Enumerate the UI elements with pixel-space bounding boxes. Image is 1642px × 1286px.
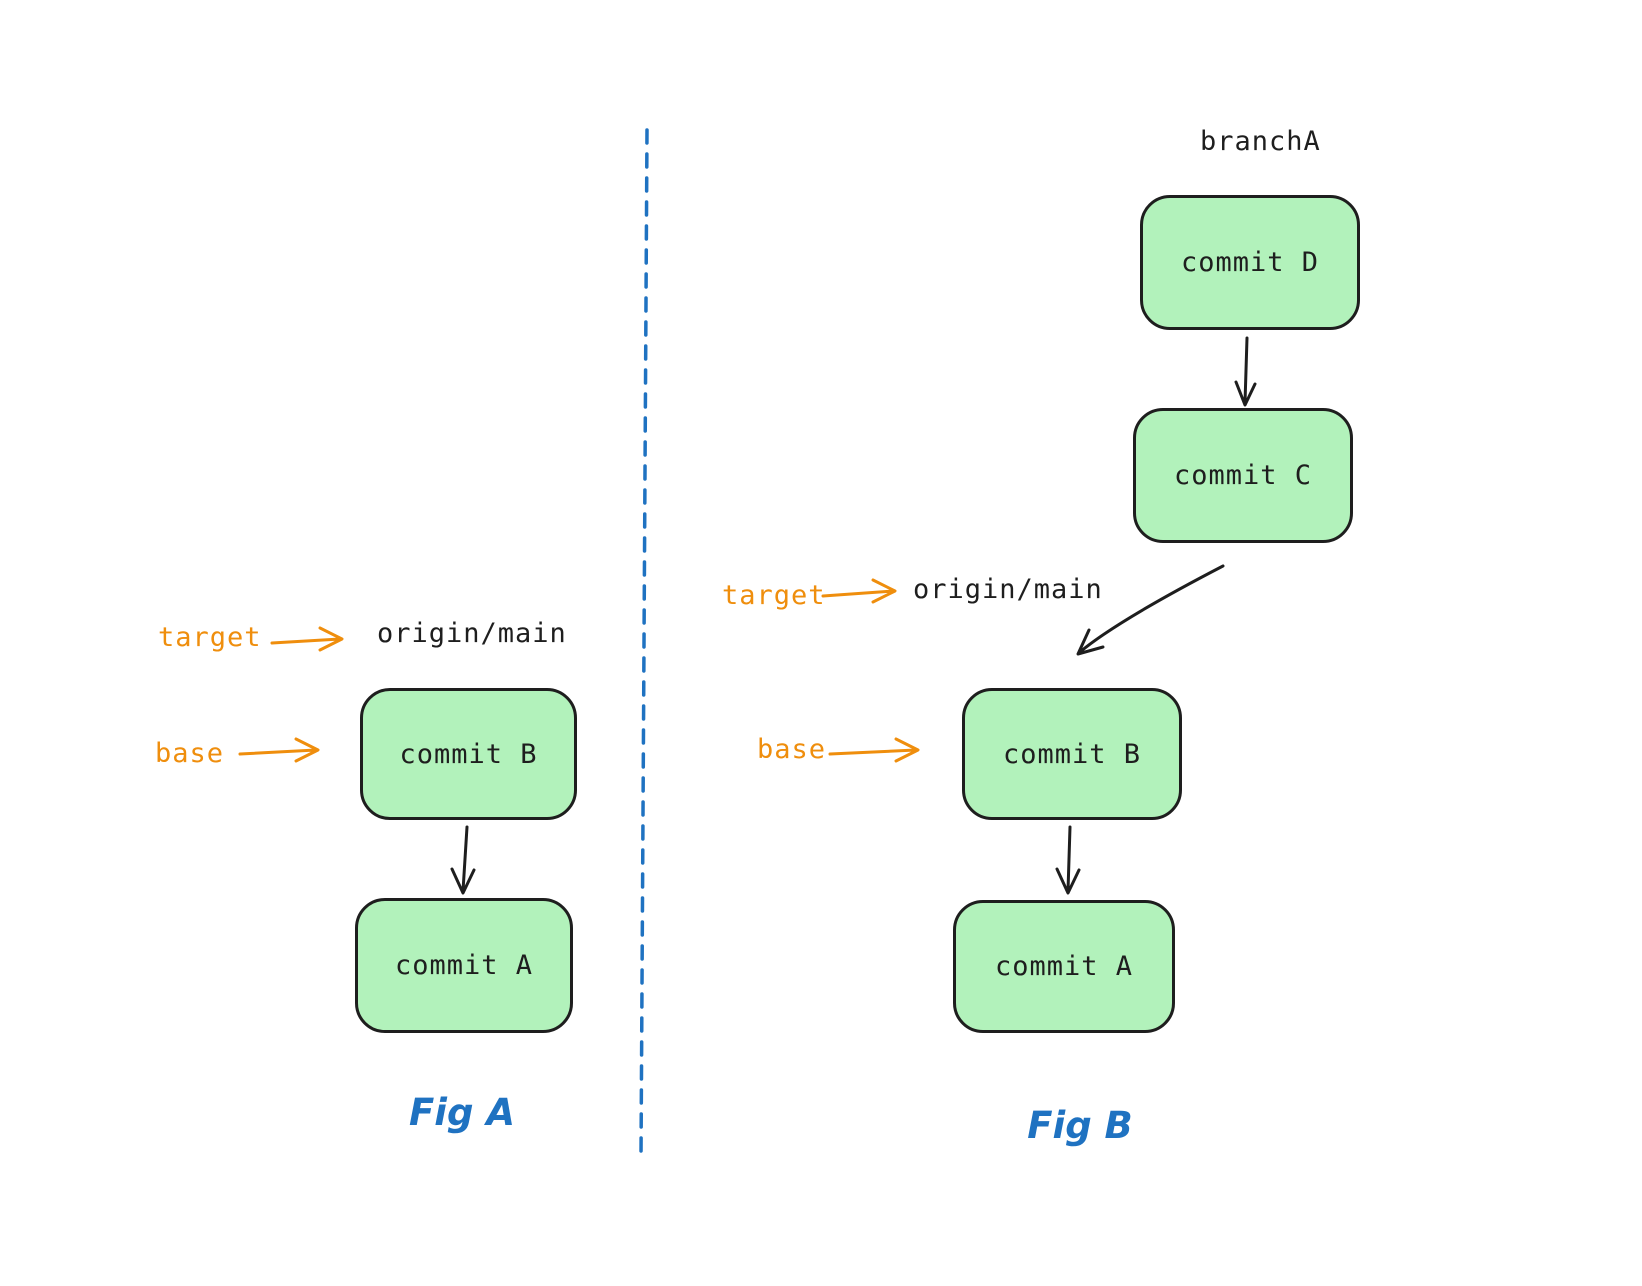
target-pointer-arrow-figA (270, 626, 344, 652)
figure-divider-line (639, 128, 649, 1158)
arrow-commitD-to-commitC-figB (1234, 336, 1257, 407)
target-ref-figB: origin/main (913, 574, 1103, 605)
arrow-commitC-to-commitB-curved-figB (1076, 564, 1225, 656)
base-label-figA: base (155, 738, 225, 769)
target-ref-figA: origin/main (377, 618, 567, 649)
commit-node-A-figA-label: commit A (394, 950, 534, 981)
commit-node-D-figB: commit D (1140, 195, 1360, 330)
commit-node-B-figB: commit B (962, 688, 1182, 820)
arrow-commitB-to-commitA-figA (450, 825, 476, 895)
target-label-figA: target (158, 622, 262, 653)
commit-node-B-figA-label: commit B (399, 738, 538, 770)
commit-node-C-figB-label: commit C (1173, 460, 1313, 491)
commit-node-B-figA: commit B (360, 688, 577, 820)
arrow-commitB-to-commitA-figB (1055, 825, 1081, 895)
commit-node-A-figB-label: commit A (994, 951, 1134, 982)
commit-node-B-figB-label: commit B (1002, 738, 1142, 770)
base-pointer-arrow-figA (238, 737, 320, 763)
base-label-figB: base (757, 734, 827, 765)
commit-node-D-figB-label: commit D (1180, 247, 1320, 278)
commit-node-C-figB: commit C (1133, 408, 1353, 543)
figure-caption-a: Fig A (409, 1091, 515, 1134)
figure-caption-b: Fig B (1027, 1104, 1133, 1147)
base-pointer-arrow-figB (828, 737, 920, 763)
branch-label-figB: branchA (1200, 126, 1321, 157)
target-pointer-arrow-figB (821, 578, 897, 604)
commit-node-A-figA: commit A (355, 898, 573, 1033)
target-label-figB: target (722, 580, 826, 611)
commit-node-A-figB: commit A (953, 900, 1175, 1033)
